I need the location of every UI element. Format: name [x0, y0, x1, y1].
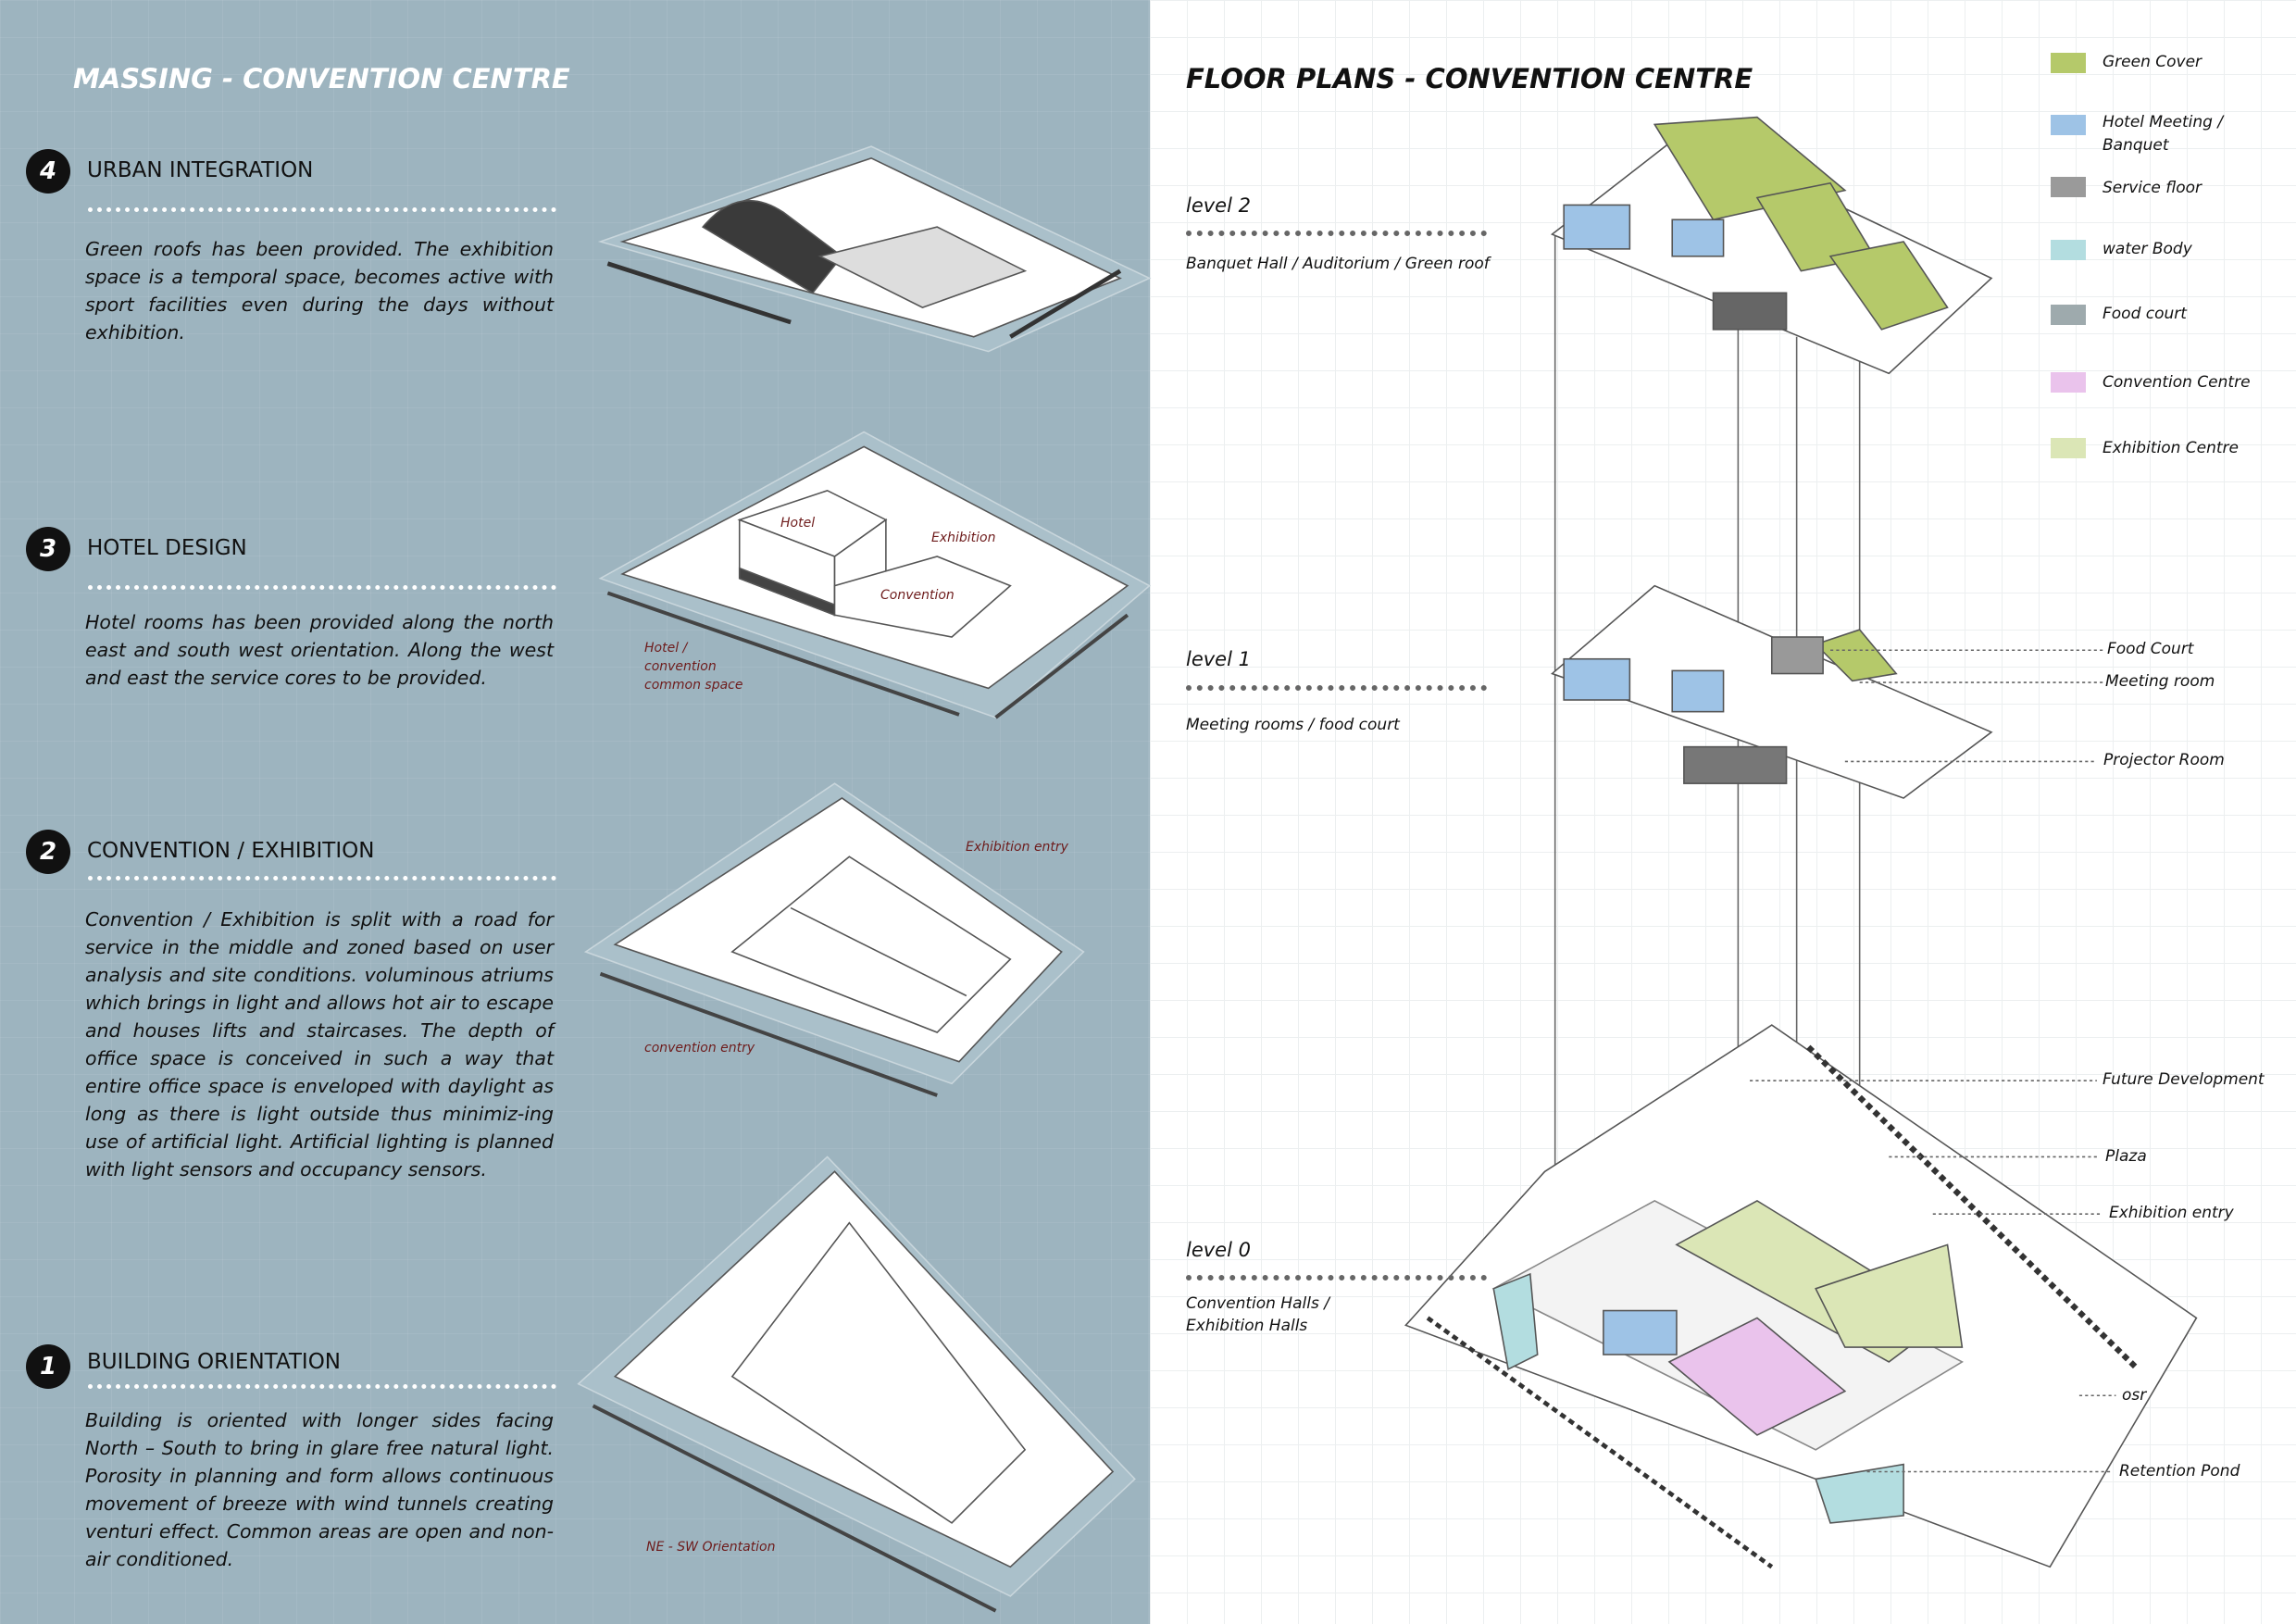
legend-label: Service floor — [2103, 179, 2202, 197]
massing-title: MASSING - CONVENTION CENTRE — [73, 63, 570, 94]
level-1-desc: Meeting rooms / food court — [1186, 716, 1400, 734]
section-text: Hotel rooms has been provided along the … — [85, 611, 554, 689]
callout-meeting-room: Meeting room — [2105, 672, 2215, 691]
label-common-space: Hotel / convention common space — [644, 641, 743, 693]
legend-swatch-green-cover — [2051, 53, 2086, 73]
callout-future-development: Future Development — [2103, 1070, 2265, 1089]
legend-label: Hotel Meeting / Banquet — [2103, 113, 2224, 155]
legend-label: water Body — [2103, 240, 2192, 258]
massing-diagram-urban-integration — [597, 145, 1152, 353]
level-0-desc: Convention Halls / Exhibition Halls — [1186, 1294, 1329, 1335]
legend-label: Convention Centre — [2103, 373, 2251, 392]
callout-retention-pond: Retention Pond — [2119, 1462, 2240, 1480]
legend-label: Green Cover — [2103, 53, 2202, 71]
legend-swatch-convention-centre — [2051, 372, 2086, 393]
section-number-badge: 3 — [26, 527, 70, 571]
section-heading: BUILDING ORIENTATION — [87, 1350, 342, 1374]
label-convention-entry: convention entry — [644, 1041, 755, 1056]
legend-swatch-hotel-meeting — [2051, 115, 2086, 135]
floor-plan-axonometric — [1404, 116, 2198, 1569]
floor-plans-title: FLOOR PLANS - CONVENTION CENTRE — [1186, 63, 1753, 94]
callout-exhibition-entry: Exhibition entry — [2109, 1204, 2234, 1222]
massing-diagram-hotel — [598, 431, 1151, 719]
legend-swatch-exhibition-centre — [2051, 438, 2086, 458]
dotted-divider — [88, 585, 556, 590]
level-0-label: level 0 — [1186, 1239, 1251, 1261]
level-2-plan — [1550, 116, 1993, 375]
legend-swatch-water-body — [2051, 240, 2086, 260]
level-0-site-plan — [1404, 1024, 2198, 1569]
level-2-desc: Banquet Hall / Auditorium / Green roof — [1186, 255, 1490, 273]
legend-swatch-food-court — [2051, 305, 2086, 325]
section-number-badge: 4 — [26, 149, 70, 194]
dotted-divider — [88, 876, 556, 881]
section-number-badge: 2 — [26, 830, 70, 874]
dotted-divider — [88, 1384, 556, 1389]
label-convention: Convention — [880, 588, 955, 603]
callout-food-court: Food Court — [2107, 640, 2194, 658]
section-heading: CONVENTION / EXHIBITION — [87, 839, 375, 863]
label-exhibition-entry: Exhibition entry — [966, 840, 1068, 855]
callout-projector-room: Projector Room — [2103, 751, 2225, 769]
dotted-divider — [1186, 685, 1487, 691]
level-1-label: level 1 — [1186, 648, 1251, 670]
section-heading: HOTEL DESIGN — [87, 536, 247, 560]
label-hotel: Hotel — [780, 516, 816, 531]
callout-osr: osr — [2122, 1386, 2147, 1405]
level-2-label: level 2 — [1186, 194, 1251, 217]
massing-diagram-convention-exhibition — [583, 782, 1085, 1097]
dotted-divider — [1186, 1275, 1487, 1280]
section-number-badge: 1 — [26, 1344, 70, 1389]
section-heading: URBAN INTEGRATION — [87, 158, 314, 182]
label-orientation: NE - SW Orientation — [646, 1540, 776, 1555]
section-text: Building is oriented with longer sides f… — [85, 1409, 554, 1570]
legend-swatch-service-floor — [2051, 177, 2086, 197]
dotted-divider — [1186, 231, 1487, 236]
legend-label: Food court — [2103, 305, 2187, 323]
section-text: Green roofs has been provided. The exhib… — [85, 238, 554, 344]
massing-diagram-building-orientation — [577, 1156, 1136, 1613]
label-exhibition: Exhibition — [931, 531, 996, 545]
legend-label: Exhibition Centre — [2103, 439, 2239, 457]
dotted-divider — [88, 207, 556, 212]
callout-plaza: Plaza — [2105, 1147, 2147, 1166]
level-1-plan — [1550, 584, 1993, 799]
section-text: Convention / Exhibition is split with a … — [85, 908, 554, 1181]
